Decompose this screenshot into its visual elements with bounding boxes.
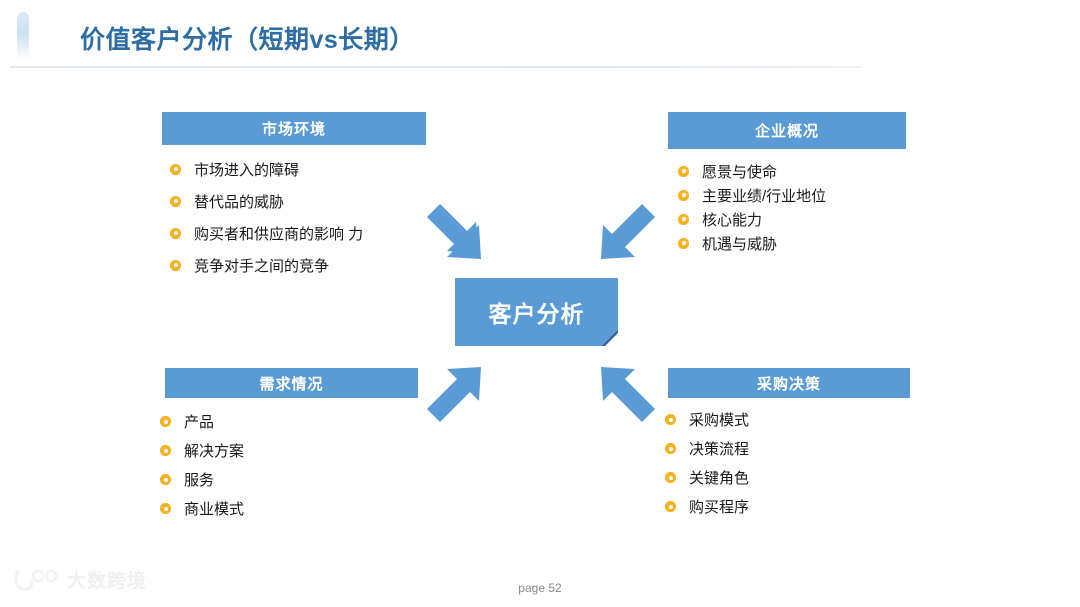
panel-market-header: 市场环境	[162, 112, 426, 145]
center-node: 客户分析	[455, 278, 618, 346]
folded-corner-inner	[605, 333, 618, 346]
list-item: 购买者和供应商的影响 力	[170, 217, 426, 249]
list-item: 竞争对手之间的竞争	[170, 249, 426, 281]
bullet-icon	[170, 195, 181, 207]
list-item-label: 购买者和供应商的影响 力	[194, 225, 364, 243]
list-item: 替代品的威胁	[170, 185, 426, 217]
list-item: 购买程序	[665, 492, 910, 521]
list-item-label: 愿景与使命	[702, 163, 778, 181]
arrow-bottom-left-icon	[424, 362, 484, 427]
panel-company: 企业概况 愿景与使命 主要业绩/行业地位 核心能力 机遇与威胁	[668, 112, 906, 255]
panel-demand: 需求情况 产品 解决方案 服务 商业模式	[160, 368, 418, 523]
list-item-label: 主要业绩/行业地位	[702, 187, 827, 205]
bullet-icon	[170, 163, 181, 175]
list-item-label: 竞争对手之间的竞争	[194, 257, 330, 275]
bullet-icon	[678, 213, 689, 225]
page-number: page 52	[518, 581, 562, 595]
list-item-label: 关键角色	[689, 470, 750, 487]
panel-market: 市场环境 市场进入的障碍 替代品的威胁 购买者和供应商的影响 力 竞争对手之间的…	[162, 112, 426, 281]
bullet-icon	[665, 501, 676, 512]
list-item-label: 服务	[184, 472, 215, 489]
bullet-icon	[678, 237, 689, 249]
list-item: 愿景与使命	[678, 159, 906, 183]
list-item: 关键角色	[665, 463, 910, 492]
list-item: 产品	[160, 407, 418, 436]
list-item: 采购模式	[665, 405, 910, 434]
watermark: 大数跨境	[14, 566, 147, 593]
list-item-label: 商业模式	[184, 501, 245, 518]
watermark-label: 大数跨境	[67, 571, 148, 592]
watermark-logo-icon	[14, 569, 58, 591]
bullet-icon	[678, 165, 689, 177]
list-item-label: 产品	[184, 414, 215, 431]
title-accent-bar	[17, 12, 29, 60]
panel-market-list: 市场进入的障碍 替代品的威胁 购买者和供应商的影响 力 竞争对手之间的竞争	[170, 153, 426, 281]
list-item-label: 决策流程	[689, 441, 750, 458]
list-item: 解决方案	[160, 436, 418, 465]
list-item: 服务	[160, 465, 418, 494]
center-node-label: 客户分析	[488, 301, 585, 327]
bullet-icon	[665, 414, 676, 425]
arrow-top-right-icon	[598, 204, 658, 269]
panel-demand-list: 产品 解决方案 服务 商业模式	[160, 407, 418, 523]
bullet-icon	[665, 472, 676, 483]
list-item-label: 核心能力	[702, 211, 763, 229]
panel-purchase-list: 采购模式 决策流程 关键角色 购买程序	[665, 405, 910, 521]
list-item-label: 解决方案	[184, 443, 245, 460]
bullet-icon	[170, 259, 181, 271]
bullet-icon	[160, 503, 171, 514]
list-item-label: 购买程序	[689, 499, 750, 516]
panel-company-list: 愿景与使命 主要业绩/行业地位 核心能力 机遇与威胁	[678, 159, 906, 255]
bullet-icon	[160, 416, 171, 427]
list-item: 主要业绩/行业地位	[678, 183, 906, 207]
panel-company-header: 企业概况	[668, 112, 906, 149]
title-divider	[10, 66, 862, 68]
list-item: 决策流程	[665, 434, 910, 463]
panel-purchase-header: 采购决策	[668, 368, 910, 398]
arrow-bottom-right-icon	[598, 362, 658, 427]
panel-demand-header: 需求情况	[165, 368, 418, 398]
list-item: 机遇与威胁	[678, 231, 906, 255]
list-item-label: 采购模式	[689, 412, 750, 429]
bullet-icon	[665, 443, 676, 454]
bullet-icon	[170, 227, 181, 239]
panel-purchase: 采购决策 采购模式 决策流程 关键角色 购买程序	[665, 368, 910, 521]
bullet-icon	[678, 189, 689, 201]
list-item: 核心能力	[678, 207, 906, 231]
bullet-icon	[160, 445, 171, 456]
page-title: 价值客户分析（短期vs长期）	[80, 26, 415, 54]
list-item-label: 替代品的威胁	[194, 193, 285, 211]
list-item-label: 市场进入的障碍	[194, 161, 300, 179]
list-item: 商业模式	[160, 494, 418, 523]
arrow-top-left-icon	[424, 204, 484, 269]
list-item-label: 机遇与威胁	[702, 235, 778, 253]
bullet-icon	[160, 474, 171, 485]
list-item: 市场进入的障碍	[170, 153, 426, 185]
